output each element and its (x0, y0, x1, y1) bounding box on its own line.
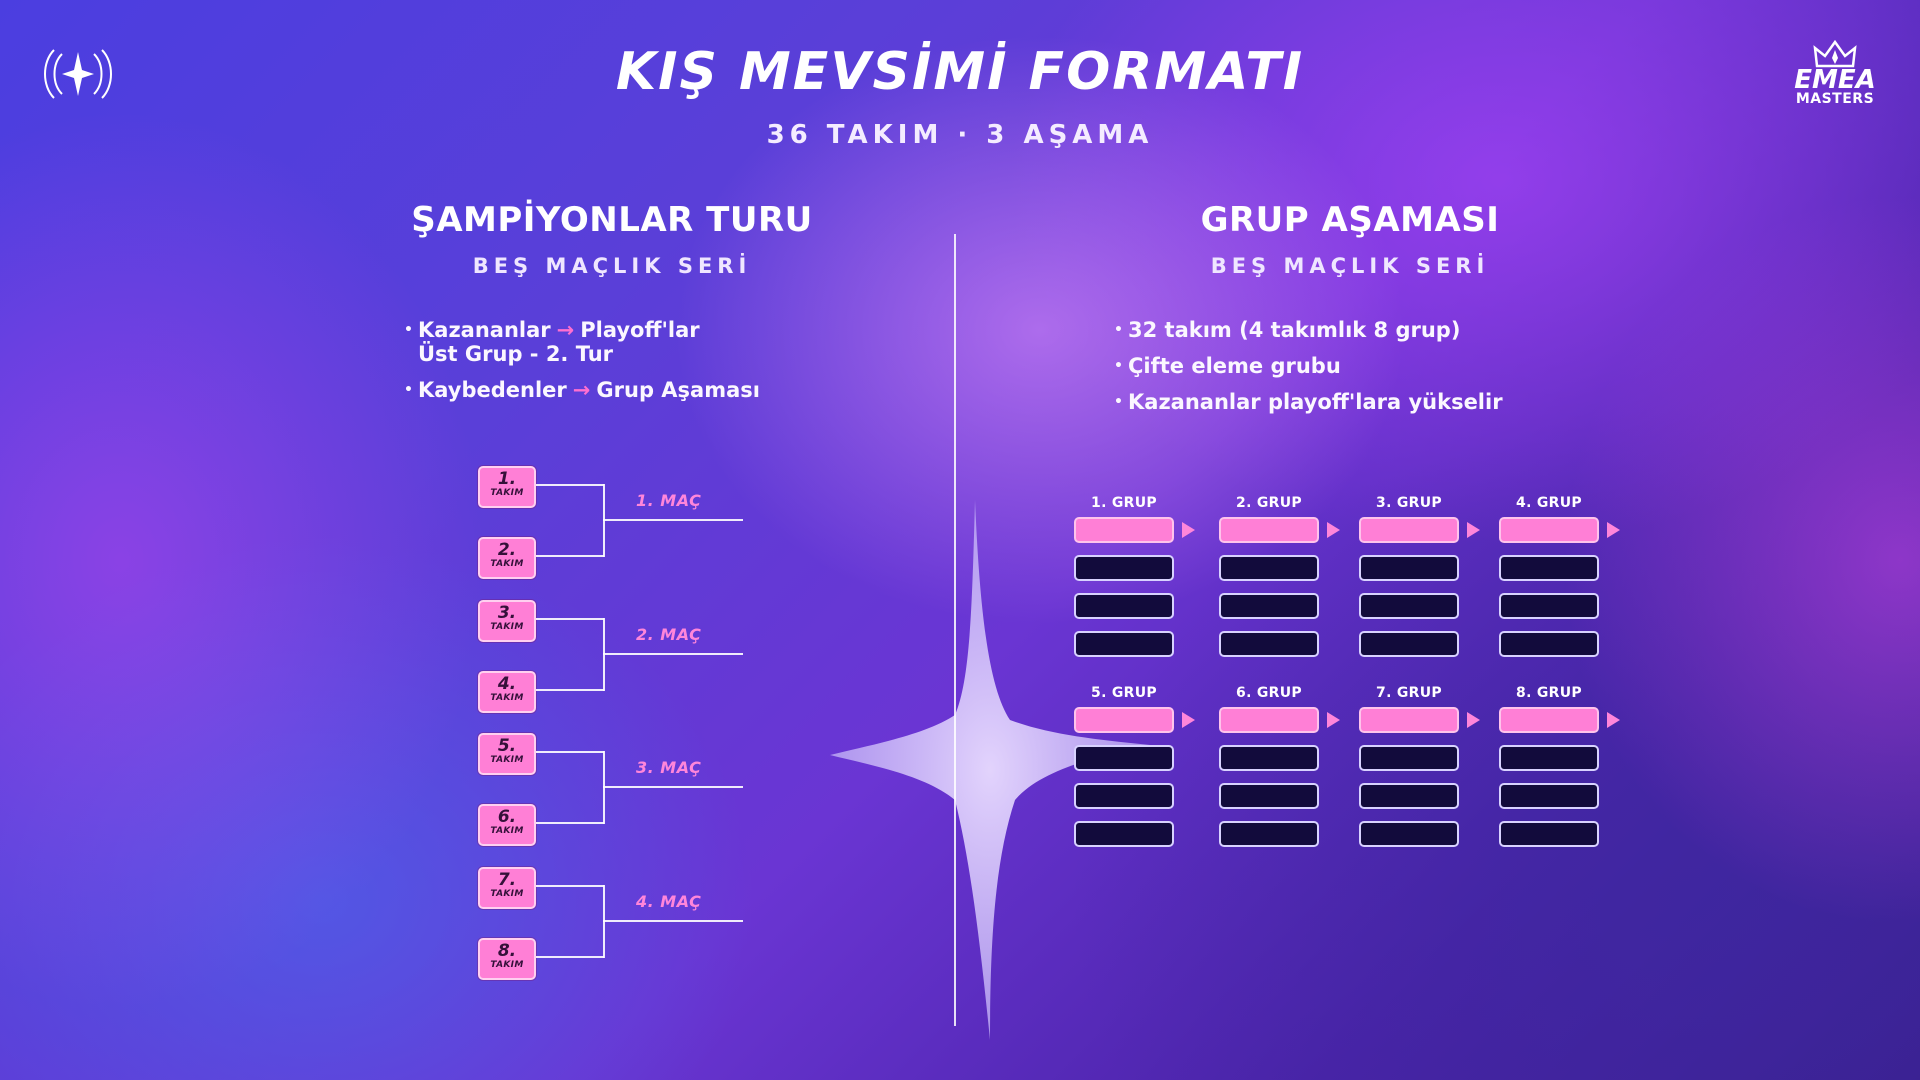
group-winner-slot (1219, 517, 1340, 543)
match-label-3: 3. MAÇ (636, 758, 702, 777)
bullet-losers-target: Grup Aşaması (596, 378, 760, 402)
bullet-winners-target: Playoff'lar (580, 318, 700, 342)
group-team-slot (1219, 783, 1319, 809)
group-team-slot (1219, 745, 1319, 771)
group-label: 4. GRUP (1516, 495, 1582, 511)
group-team-slot (1074, 593, 1174, 619)
group-label: 1. GRUP (1091, 495, 1157, 511)
group-winner-slot (1074, 517, 1195, 543)
group-5: 5. GRUP (1074, 685, 1195, 859)
match-label-2: 2. MAÇ (636, 625, 702, 644)
bracket-line (536, 885, 604, 887)
bracket-line (536, 689, 604, 691)
emea-masters-logo: EMEA MASTERS (1780, 40, 1890, 116)
group-team-slot (1219, 593, 1319, 619)
group-stage-bullets: 32 takım (4 takımlık 8 grup) Çifte eleme… (1114, 318, 1634, 426)
group-team-slot (1359, 555, 1459, 581)
group-team-slot (1359, 783, 1459, 809)
arrow-right-icon: → (572, 378, 591, 402)
bracket-line (536, 956, 604, 958)
team-slot-5: 5.TAKIM (478, 733, 536, 775)
section-divider (954, 234, 956, 1026)
team-slot-1: 1.TAKIM (478, 466, 536, 508)
group-team-slot (1499, 631, 1599, 657)
group-team-slot (1074, 745, 1174, 771)
group-label: 3. GRUP (1376, 495, 1442, 511)
bracket-line (536, 618, 604, 620)
group-stage-subtitle: BEŞ MAÇLIK SERİ (1210, 254, 1490, 278)
bullet-winners-detail: Üst Grup - 2. Tur (418, 342, 614, 366)
bracket-line (603, 653, 743, 655)
group-winner-slot (1219, 707, 1340, 733)
group-3: 3. GRUP (1359, 495, 1480, 669)
group-team-slot (1499, 821, 1599, 847)
logo-text-masters: MASTERS (1795, 91, 1875, 107)
bullet-losers-label: Kaybedenler (418, 378, 567, 402)
group-team-slot (1219, 631, 1319, 657)
group-team-slot (1359, 821, 1459, 847)
group-winner-slot (1499, 517, 1620, 543)
group-team-slot (1074, 631, 1174, 657)
bracket-line (603, 786, 743, 788)
group-winner-slot (1359, 517, 1480, 543)
team-slot-2: 2.TAKIM (478, 537, 536, 579)
group-team-slot (1499, 593, 1599, 619)
team-slot-3: 3.TAKIM (478, 600, 536, 642)
group-team-slot (1074, 783, 1174, 809)
champions-round-title: ŞAMPİYONLAR TURU (411, 200, 813, 240)
group-6: 6. GRUP (1219, 685, 1340, 859)
group-4: 4. GRUP (1499, 495, 1620, 669)
bracket-line (536, 555, 604, 557)
match-label-1: 1. MAÇ (636, 491, 702, 510)
page-subtitle: 36 TAKIM · 3 AŞAMA (766, 120, 1154, 150)
bracket-line (536, 822, 604, 824)
group-label: 6. GRUP (1236, 685, 1302, 701)
group-team-slot (1499, 783, 1599, 809)
group-winner-slot (1499, 707, 1620, 733)
champions-round-subtitle: BEŞ MAÇLIK SERİ (472, 254, 752, 278)
group-team-slot (1499, 555, 1599, 581)
page-title: KIŞ MEVSİMİ FORMATI (615, 42, 1305, 102)
bracket-line (603, 920, 743, 922)
team-slot-4: 4.TAKIM (478, 671, 536, 713)
group-team-slot (1074, 555, 1174, 581)
arrow-right-icon: → (556, 318, 575, 342)
bullet-winners-label: Kazananlar (418, 318, 551, 342)
group-label: 8. GRUP (1516, 685, 1582, 701)
team-slot-8: 8.TAKIM (478, 938, 536, 980)
bullet-advance: Kazananlar playoff'lara yükselir (1114, 390, 1634, 414)
crown-icon (1813, 40, 1857, 68)
bracket-line (536, 751, 604, 753)
bullet-winners: Kazananlar→Playoff'lar Üst Grup - 2. Tur (404, 318, 864, 366)
group-team-slot (1074, 821, 1174, 847)
group-team-slot (1359, 631, 1459, 657)
team-slot-7: 7.TAKIM (478, 867, 536, 909)
league-star-emblem-icon (44, 49, 112, 99)
group-label: 7. GRUP (1376, 685, 1442, 701)
group-team-slot (1359, 745, 1459, 771)
group-team-slot (1219, 555, 1319, 581)
group-label: 5. GRUP (1091, 685, 1157, 701)
group-team-slot (1219, 821, 1319, 847)
group-2: 2. GRUP (1219, 495, 1340, 669)
group-label: 2. GRUP (1236, 495, 1302, 511)
group-team-slot (1499, 745, 1599, 771)
group-7: 7. GRUP (1359, 685, 1480, 859)
group-winner-slot (1074, 707, 1195, 733)
team-slot-6: 6.TAKIM (478, 804, 536, 846)
group-winner-slot (1359, 707, 1480, 733)
bullet-losers: Kaybedenler→Grup Aşaması (404, 378, 864, 402)
group-1: 1. GRUP (1074, 495, 1195, 669)
bullet-teams: 32 takım (4 takımlık 8 grup) (1114, 318, 1634, 342)
match-label-4: 4. MAÇ (636, 892, 702, 911)
logo-text-emea: EMEA (1794, 65, 1876, 95)
group-8: 8. GRUP (1499, 685, 1620, 859)
bracket-line (536, 484, 604, 486)
bullet-double-elim: Çifte eleme grubu (1114, 354, 1634, 378)
group-team-slot (1359, 593, 1459, 619)
bracket-line (603, 519, 743, 521)
champions-round-bullets: Kazananlar→Playoff'lar Üst Grup - 2. Tur… (404, 318, 864, 414)
group-stage-title: GRUP AŞAMASI (1200, 200, 1500, 240)
